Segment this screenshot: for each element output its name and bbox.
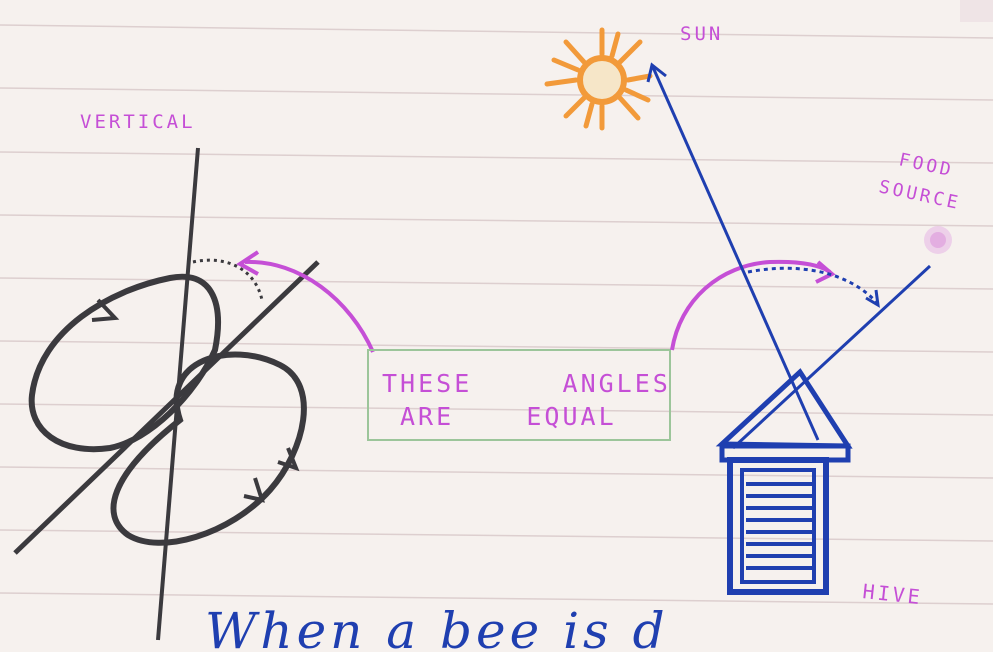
food-label-line1: FOOD	[897, 149, 956, 181]
vertical-label: VERTICAL	[80, 111, 196, 133]
equal-angles-line2: ARE EQUAL	[400, 402, 617, 431]
equal-angles-line1: THESE ANGLES	[382, 369, 671, 398]
angle-arc-right	[747, 266, 880, 305]
angle-arc-right-arrowhead	[865, 289, 880, 308]
equal-angles-box	[367, 349, 671, 441]
angle-arc-left	[192, 258, 264, 301]
sun-label: SUN	[680, 23, 723, 45]
waggle-loop-lower	[110, 351, 307, 546]
loop-arrow-right	[277, 447, 300, 472]
food-direction-line	[731, 264, 932, 450]
food-source-icon	[924, 226, 952, 254]
pointer-arrowhead-left	[236, 250, 260, 276]
page-corner	[960, 0, 993, 22]
pointer-arrow-right	[670, 259, 832, 351]
pointer-arrow-left	[244, 259, 375, 353]
loop-arrow-lower	[243, 477, 265, 503]
loop-arrow-upper	[91, 298, 120, 322]
waggle-loop-upper	[28, 273, 221, 453]
hive-label: HIVE	[861, 579, 923, 609]
pointer-arrowhead-right	[815, 260, 836, 284]
hive-icon	[715, 368, 853, 595]
handwritten-text: When a bee is d	[205, 602, 669, 652]
food-label-line2: SOURCE	[877, 176, 963, 214]
waggle-run-line	[13, 260, 320, 555]
sun-icon	[544, 27, 653, 131]
sun-direction-arrowhead	[646, 62, 667, 83]
sun-direction-line	[650, 64, 820, 441]
